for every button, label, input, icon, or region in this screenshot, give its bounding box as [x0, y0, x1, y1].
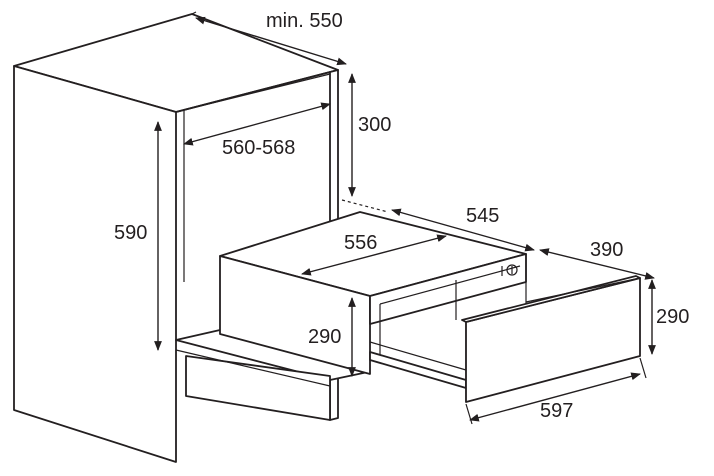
dim-min-depth: [195, 16, 347, 66]
control-knob-icon: [501, 264, 518, 276]
dim-front-width: [469, 372, 641, 422]
drawer-side-top: [525, 277, 641, 303]
cabinet-left-side: [13, 65, 177, 463]
dim-drawer-inner-width: [301, 234, 447, 276]
drawer-tray-upper-rail: [369, 341, 467, 371]
drawer-housing-left: [219, 255, 371, 375]
label-drawer-depth: 545: [466, 205, 499, 227]
dim-niche-width: [183, 102, 331, 146]
ext-front-width-a: [465, 403, 473, 425]
cabinet-lower-front: [185, 355, 331, 421]
label-drawer-height: 290: [308, 326, 341, 348]
label-drawer-extension: 390: [590, 239, 623, 261]
warming-drawer: [219, 211, 641, 403]
label-front-width: 597: [540, 400, 573, 422]
label-niche-height: 590: [114, 222, 147, 244]
label-niche-width: 560-568: [222, 137, 295, 159]
shelf-front-edge: [175, 349, 331, 387]
dimension-lines: min. 550 560-568 300 590 545 556 390 290…: [114, 10, 689, 425]
label-front-height: 290: [656, 306, 689, 328]
drawer-cavity-top: [379, 265, 521, 305]
drawer-tray-left-rail: [369, 351, 467, 389]
ext-clearance: [341, 199, 389, 213]
label-clearance-height: 300: [358, 114, 391, 136]
dim-drawer-depth: [391, 208, 535, 252]
label-min-depth: min. 550: [266, 10, 343, 32]
label-drawer-inner-width: 556: [344, 232, 377, 254]
ext-front-width-b: [639, 357, 647, 379]
ext-min-depth-a: [191, 11, 197, 15]
cabinet: [13, 13, 369, 463]
dim-drawer-extension: [539, 248, 655, 280]
